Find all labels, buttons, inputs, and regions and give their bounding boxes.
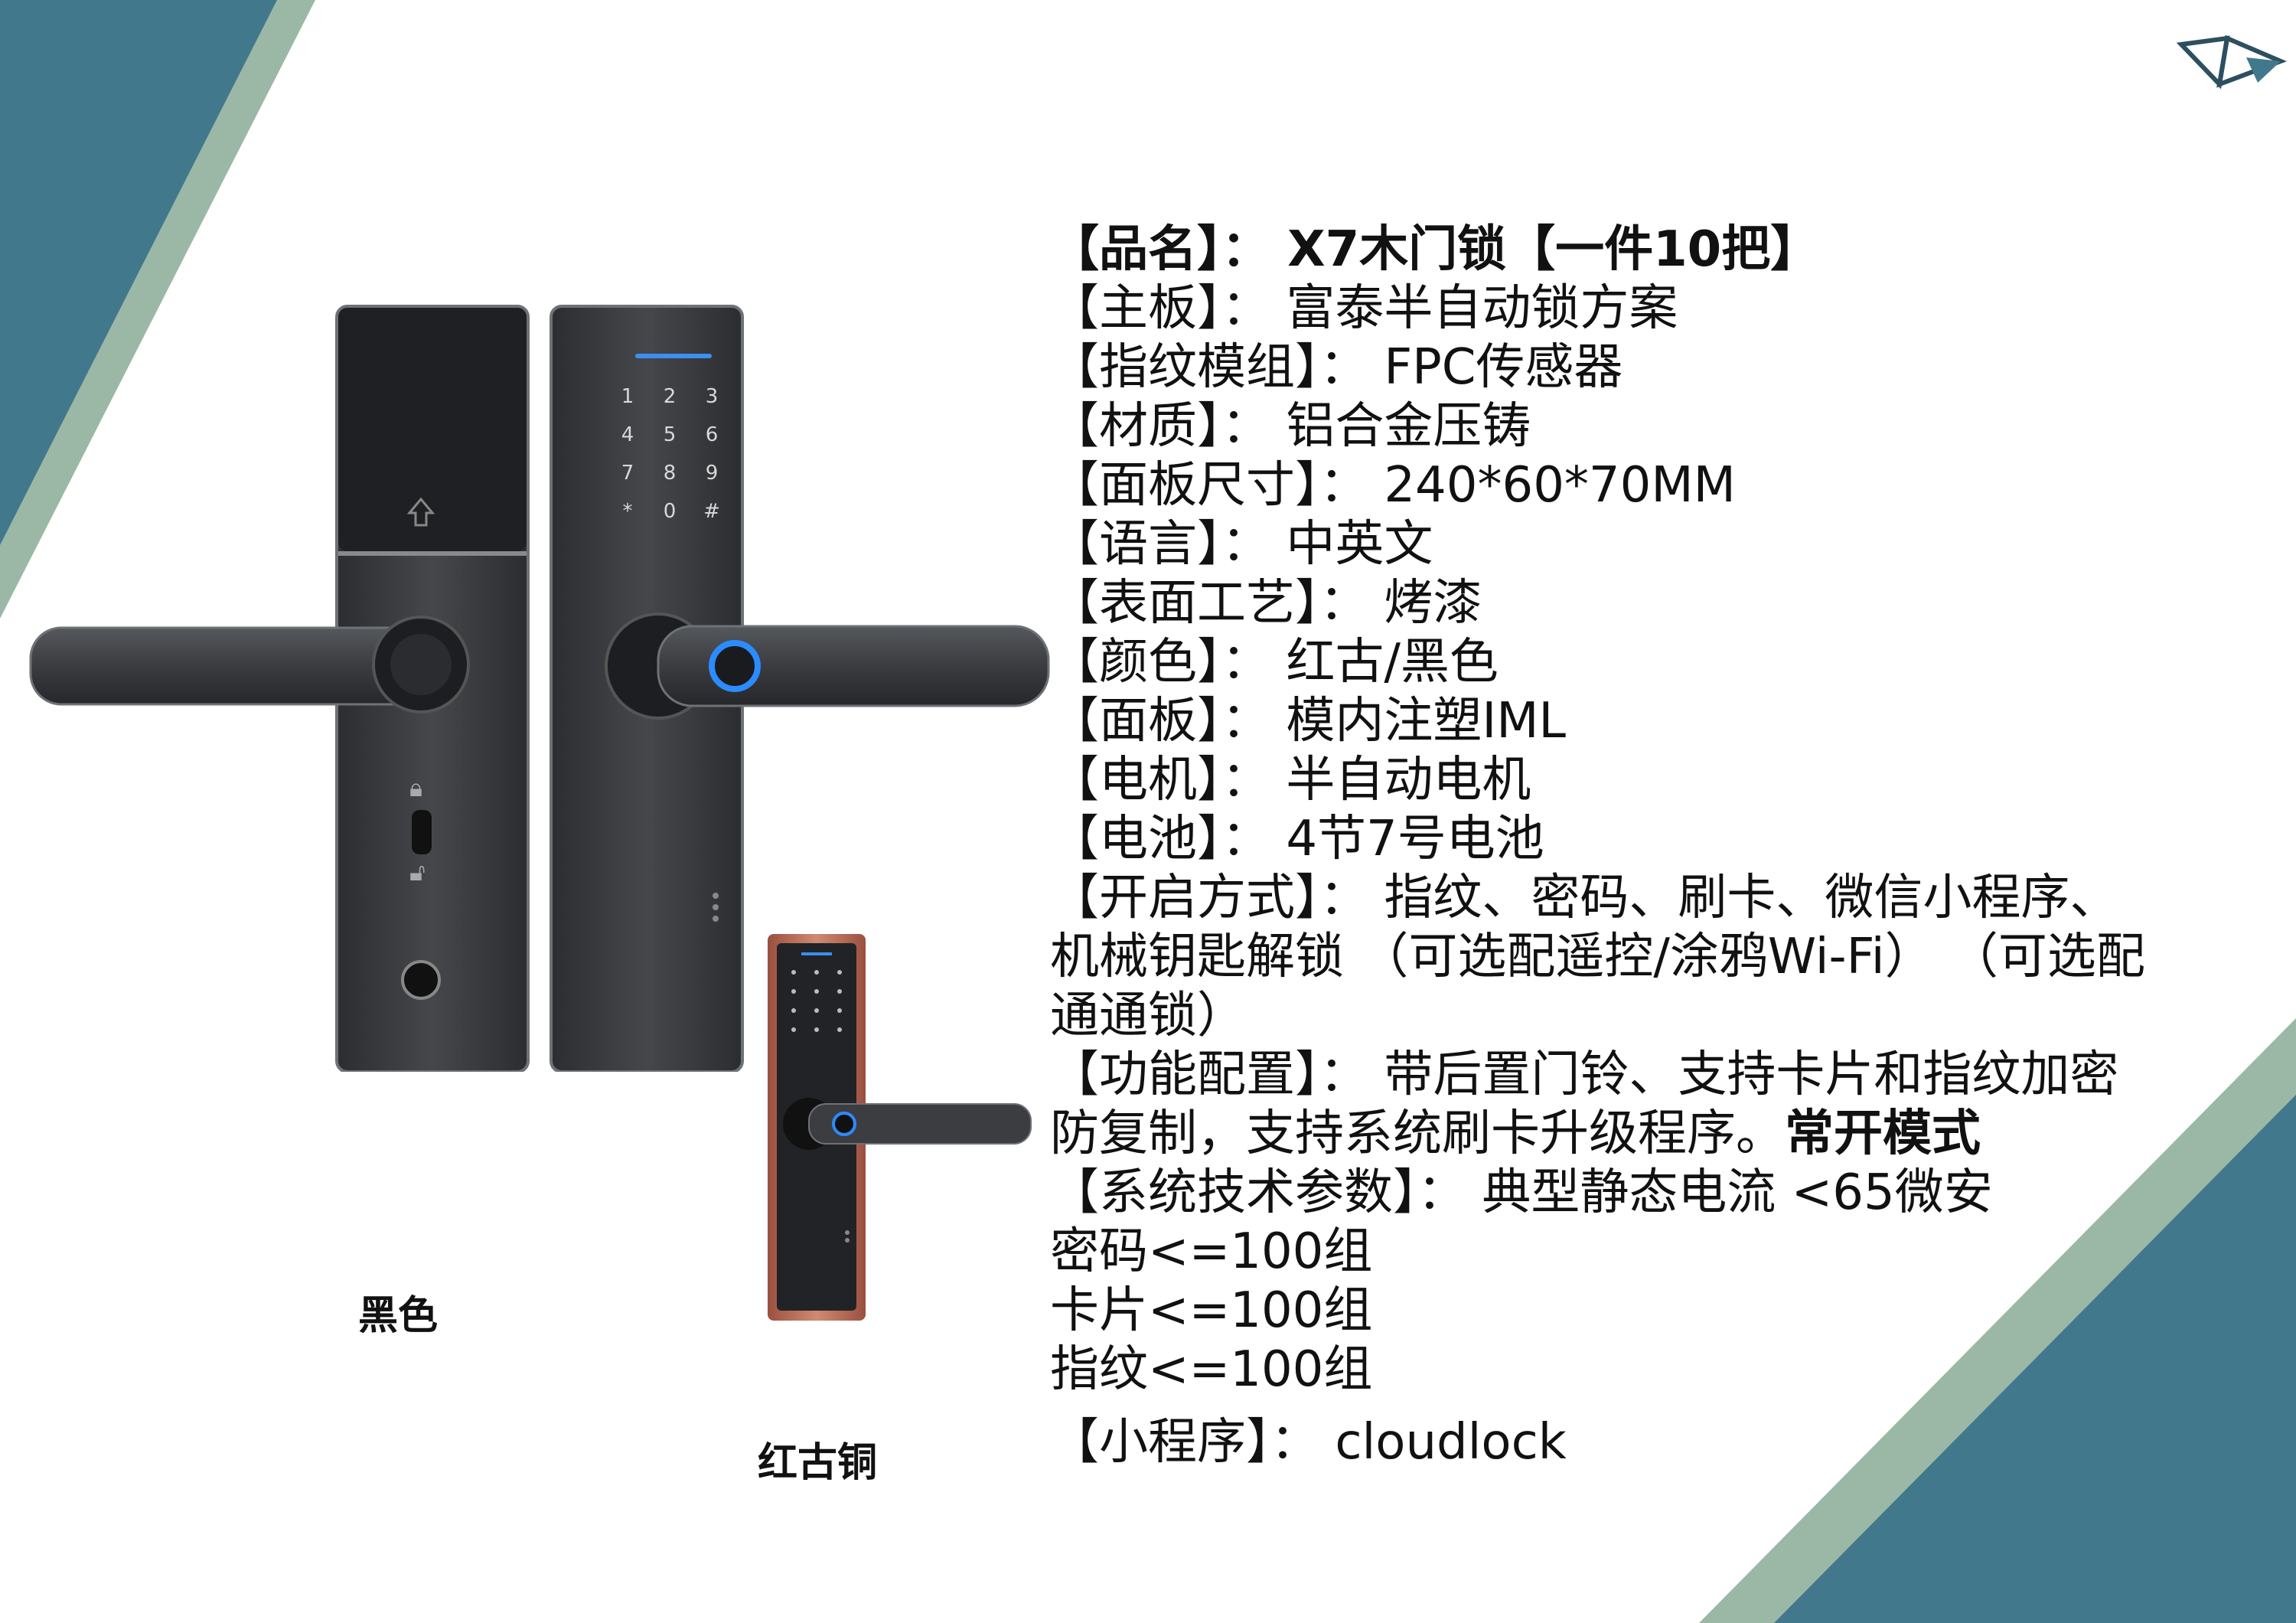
svg-text:2: 2 xyxy=(664,385,677,408)
svg-text:8: 8 xyxy=(664,462,677,485)
svg-text:*: * xyxy=(623,500,633,523)
svg-text:3: 3 xyxy=(706,385,719,408)
spec-features-text: 【功能配置】： 带后置门铃、支持卡片和指纹加密防复制，支持系统刷卡升级程序。 xyxy=(1050,1047,2119,1162)
black-lock-image: 🔒︎ 🔓︎ 1 2 3 4 5 6 7 8 9 * 0 # xyxy=(29,305,1050,1072)
spec-row-color: 【颜色】： 红古/黑色 xyxy=(1050,634,1499,691)
spec-row-fingerprint-module: 【指纹模组】： FPC传感器 xyxy=(1050,339,1623,396)
spec-row-language: 【语言】： 中英文 xyxy=(1050,516,1433,573)
copper-lock-image xyxy=(768,934,1032,1321)
spec-row-battery: 【电池】： 4节7号电池 xyxy=(1050,811,1544,867)
spec-tech-password: 密码<=100组 xyxy=(1050,1223,1373,1280)
caption-black: 黑色 xyxy=(358,1293,439,1339)
spec-row-material: 【材质】： 铝合金压铸 xyxy=(1050,398,1531,455)
top-left-teal-triangle xyxy=(0,0,277,545)
spec-tech-card: 卡片<=100组 xyxy=(1050,1282,1373,1339)
spec-tech-fingerprint: 指纹<=100组 xyxy=(1050,1341,1373,1398)
bottom-right-teal-triangle xyxy=(1774,1095,2296,1623)
svg-text:4: 4 xyxy=(621,423,634,446)
spec-row-surface: 【表面工艺】： 烤漆 xyxy=(1050,575,1482,632)
caption-copper: 红古铜 xyxy=(758,1440,878,1486)
svg-text:5: 5 xyxy=(664,423,677,446)
svg-text:0: 0 xyxy=(664,500,677,523)
brand-logo-icon xyxy=(2176,34,2288,90)
spec-list: 【品名】： X7木门锁【一件10把】 【主板】： 富泰半自动锁方案 【指纹模组】… xyxy=(1050,220,2167,1472)
svg-text:9: 9 xyxy=(706,462,719,485)
svg-text:#: # xyxy=(703,500,720,523)
svg-text:🔒︎: 🔒︎ xyxy=(409,773,422,802)
spec-row-motor: 【电机】： 半自动电机 xyxy=(1050,752,1531,808)
spec-mini-program: 【小程序】： cloudlock xyxy=(1050,1414,1567,1471)
spec-row-product-name: 【品名】： X7木门锁【一件10把】 xyxy=(1050,221,1820,278)
svg-text:1: 1 xyxy=(621,385,634,408)
spec-unlock-methods: 【开启方式】： 指纹、密码、刷卡、微信小程序、机械钥匙解锁 （可选配遥控/涂鸦W… xyxy=(1050,870,2145,1044)
svg-text:6: 6 xyxy=(706,423,719,446)
spec-row-panel: 【面板】： 模内注塑IML xyxy=(1050,693,1567,749)
spec-row-mainboard: 【主板】： 富泰半自动锁方案 xyxy=(1050,280,1678,337)
svg-text:🔓︎: 🔓︎ xyxy=(409,857,426,887)
spec-tech-params: 【系统技术参数】： 典型静态电流 <65微安 xyxy=(1050,1164,1993,1221)
svg-text:7: 7 xyxy=(621,462,634,485)
spec-features-bold: 常开模式 xyxy=(1785,1105,1981,1162)
spec-features: 【功能配置】： 带后置门铃、支持卡片和指纹加密防复制，支持系统刷卡升级程序。常开… xyxy=(1050,1046,2167,1164)
spec-row-panel-size: 【面板尺寸】： 240*60*70MM xyxy=(1050,457,1736,514)
